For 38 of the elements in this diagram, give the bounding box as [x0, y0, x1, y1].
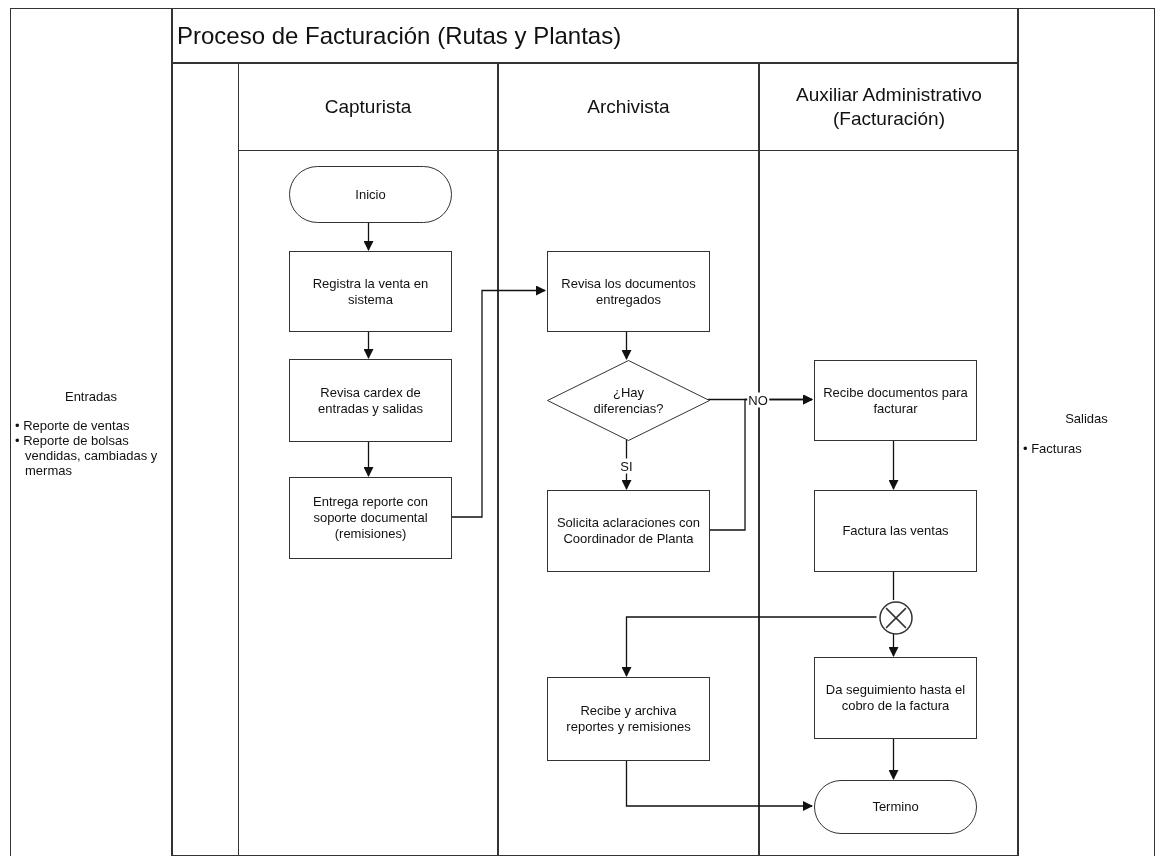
list-item: • Reporte de ventas — [15, 418, 131, 434]
terminator: Inicio — [289, 166, 452, 223]
lane-heading: Capturista — [324, 95, 412, 119]
process-box: Da seguimiento hasta el cobro de la factura — [814, 657, 977, 739]
process-box: Registra la venta en sistema — [289, 251, 452, 332]
connector-arrow — [363, 221, 374, 251]
terminator: Termino — [814, 780, 977, 834]
pool-title: Proceso de Facturación (Rutas y Plantas) — [177, 21, 622, 51]
edge-label: SI — [619, 458, 634, 474]
connector-arrow — [888, 439, 899, 490]
process-box: Recibe documentos para facturar — [814, 360, 977, 441]
connector-arrow — [888, 633, 899, 657]
pool — [172, 8, 1018, 856]
lane-heading: Archivista — [587, 95, 670, 119]
connector-arrow — [621, 439, 632, 490]
gateway-circle — [878, 601, 913, 635]
edge-label: NO — [747, 392, 769, 407]
connector-arrow — [625, 759, 813, 811]
process-box: Revisa cardex de entradas y salidas — [289, 359, 452, 442]
connector-arrow — [449, 285, 546, 518]
process-box: Entrega reporte con soporte documental (remisiones) — [289, 477, 452, 559]
list-item: • Facturas — [1023, 440, 1083, 456]
panel-heading: Entradas — [63, 387, 118, 406]
connector-arrow — [621, 330, 632, 360]
process-box: Solicita aclaraciones con Coordinador de Planta — [547, 490, 710, 572]
decision-diamond: ¿Hay diferencias? — [547, 360, 710, 441]
connector-arrow — [621, 616, 878, 677]
process-box: Factura las ventas — [814, 490, 977, 572]
connector-arrow — [707, 394, 813, 531]
lane-heading: Auxiliar Administrativo (Facturación) — [795, 83, 983, 131]
connector-arrow — [363, 330, 374, 359]
swimlane — [238, 63, 498, 856]
panel-heading: Salidas — [1064, 410, 1109, 429]
process-box: Recibe y archiva reportes y remisiones — [547, 677, 710, 761]
connector-arrow — [888, 737, 899, 780]
connector-arrow — [363, 440, 374, 477]
process-box: Revisa los documentos entregados — [547, 251, 710, 332]
list-item: • Reporte de bolsas vendidas, cambiadas y mermas — [15, 433, 159, 479]
